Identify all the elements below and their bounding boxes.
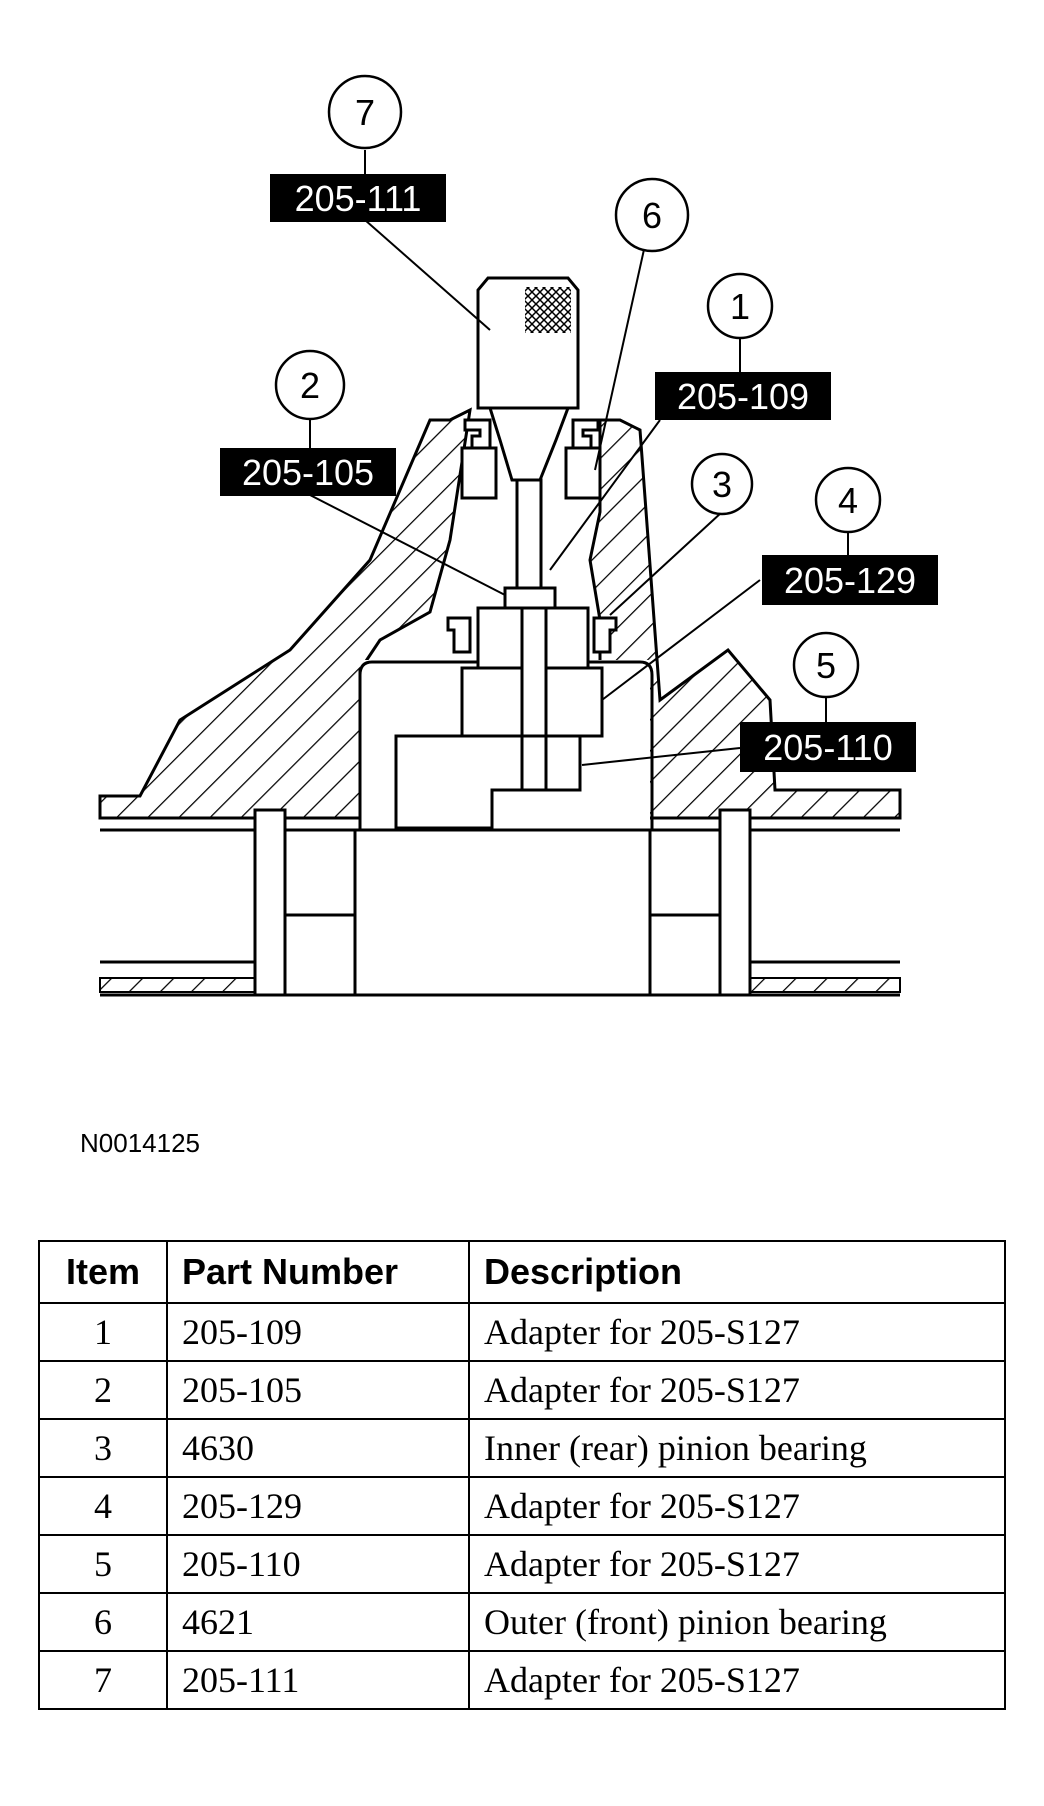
pinion-bearing-installation-diagram: 7 205-111 6 1 205-109 2 205-105 3 4 205-… [98, 74, 938, 997]
table-header-row: Item Part Number Description [38, 1240, 1006, 1304]
figure-id: N0014125 [80, 1128, 200, 1158]
callout-1: 1 205-109 [655, 272, 831, 420]
callout-7-part-label: 205-111 [295, 178, 422, 219]
callout-4: 4 205-129 [762, 466, 938, 605]
leader-lines [309, 150, 849, 766]
callout-6-number: 6 [642, 195, 662, 236]
cell-part-number: 205-111 [166, 1650, 470, 1710]
cell-item: 5 [38, 1534, 168, 1594]
cell-item: 6 [38, 1592, 168, 1652]
callout-1-part-label: 205-109 [677, 376, 809, 417]
cell-description: Adapter for 205-S127 [468, 1650, 1006, 1710]
callout-2: 2 205-105 [220, 349, 396, 496]
table-row: 3 4630 Inner (rear) pinion bearing [38, 1418, 1006, 1478]
cell-description: Adapter for 205-S127 [468, 1476, 1006, 1536]
table-row: 4 205-129 Adapter for 205-S127 [38, 1476, 1006, 1536]
callout-7-number: 7 [355, 92, 375, 133]
cell-part-number: 205-110 [166, 1534, 470, 1594]
cell-description: Inner (rear) pinion bearing [468, 1418, 1006, 1478]
tool-assembly [394, 276, 618, 830]
cell-description: Adapter for 205-S127 [468, 1302, 1006, 1362]
callout-5: 5 205-110 [740, 631, 916, 772]
callout-2-number: 2 [300, 365, 320, 406]
callout-3: 3 [690, 452, 754, 516]
callout-7: 7 205-111 [270, 74, 446, 222]
table-row: 5 205-110 Adapter for 205-S127 [38, 1534, 1006, 1594]
cell-part-number: 205-109 [166, 1302, 470, 1362]
callout-4-number: 4 [838, 480, 858, 521]
cell-description: Adapter for 205-S127 [468, 1360, 1006, 1420]
cell-part-number: 4630 [166, 1418, 470, 1478]
cell-part-number: 4621 [166, 1592, 470, 1652]
cell-item: 1 [38, 1302, 168, 1362]
cell-item: 3 [38, 1418, 168, 1478]
cell-description: Adapter for 205-S127 [468, 1534, 1006, 1594]
callout-3-number: 3 [712, 464, 732, 505]
parts-table: Item Part Number Description 1 205-109 A… [38, 1240, 1006, 1710]
callout-5-number: 5 [816, 645, 836, 686]
header-description: Description [468, 1240, 1006, 1304]
callout-4-part-label: 205-129 [784, 560, 916, 601]
table-row: 1 205-109 Adapter for 205-S127 [38, 1302, 1006, 1362]
callout-2-part-label: 205-105 [242, 452, 374, 493]
table-row: 7 205-111 Adapter for 205-S127 [38, 1650, 1006, 1710]
callout-5-part-label: 205-110 [763, 727, 892, 768]
cell-item: 7 [38, 1650, 168, 1710]
cell-part-number: 205-129 [166, 1476, 470, 1536]
cell-item: 2 [38, 1360, 168, 1420]
header-part-number: Part Number [166, 1240, 470, 1304]
table-row: 2 205-105 Adapter for 205-S127 [38, 1360, 1006, 1420]
callout-1-number: 1 [730, 286, 750, 327]
cell-item: 4 [38, 1476, 168, 1536]
table-row: 6 4621 Outer (front) pinion bearing [38, 1592, 1006, 1652]
cell-description: Outer (front) pinion bearing [468, 1592, 1006, 1652]
callout-6: 6 [614, 177, 690, 253]
cell-part-number: 205-105 [166, 1360, 470, 1420]
header-item: Item [38, 1240, 168, 1304]
